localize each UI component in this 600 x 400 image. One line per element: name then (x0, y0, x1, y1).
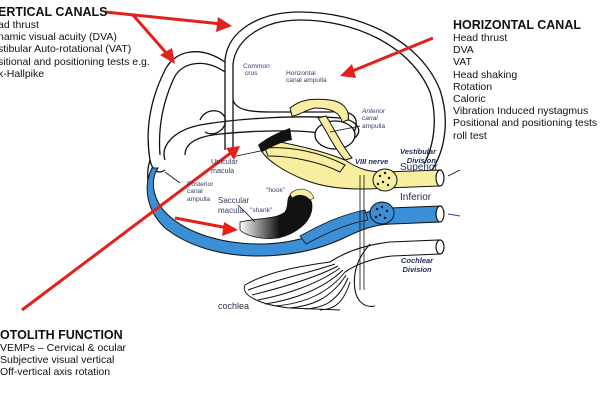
otolith-function-item: Subjective visual vertical (0, 354, 115, 367)
label-line: Division (402, 265, 432, 274)
leader-inferior (447, 213, 461, 217)
label-cochlea: cochlea (218, 301, 250, 311)
horizontal-canal-outer (163, 116, 360, 161)
horizontal-canal-panel: HORIZONTAL CANAL Head thrust DVA VAT Hea… (453, 18, 600, 142)
arrowhead-anterior (216, 17, 232, 32)
cochlea-fibers (243, 261, 351, 311)
label-hook: "hook" (266, 187, 285, 194)
label-vestibular-division: Vestibular Division (400, 147, 436, 165)
label-line: canal (187, 188, 203, 196)
horizontal-canal-item: Head thrust (453, 32, 508, 44)
horizontal-canal-item: VAT (453, 56, 472, 69)
label-line: Posterior (187, 181, 214, 188)
label-line: Vestibular (400, 147, 436, 156)
horizontal-canal-item: Caloric (453, 93, 486, 106)
label-line: Division (406, 156, 436, 165)
label-viii-nerve: VIII nerve (355, 157, 389, 166)
label-line: ampulla (362, 122, 386, 130)
vertical-canals-item: stibular Auto-rotational (VAT) (0, 43, 132, 56)
horizontal-canal-item: DVA (453, 44, 474, 57)
arrowhead-posterior (160, 48, 175, 64)
label-line: macula (211, 166, 235, 175)
horizontal-canal-item: Vibration Induced nystagmus (453, 105, 589, 118)
vertical-canals-item: k-Hallpike (0, 67, 45, 80)
vertical-canals-panel: ERTICAL CANALS ad thrust namic visual ac… (0, 5, 150, 80)
label-line: crus (245, 70, 258, 78)
label-saccular-macula: Saccular macula (218, 196, 249, 215)
saccular-macula (239, 192, 313, 239)
nerve-branch-utricular (264, 147, 346, 173)
horizontal-canal-heading: HORIZONTAL CANAL (453, 18, 581, 32)
horizontal-canal-item: Head shaking (453, 68, 518, 81)
label-superior: Superior (400, 162, 438, 173)
vertical-canals-item: namic visual acuity (DVA) (0, 31, 117, 44)
otolith-function-item: VEMPs – Cervical & ocular (0, 342, 127, 354)
arrowhead-saccular (222, 222, 238, 236)
cochlear-nerve-end (435, 239, 445, 255)
vertical-canals-item: ad thrust (0, 19, 39, 31)
superior-ganglion (372, 168, 398, 192)
label-line: canal (362, 115, 378, 123)
label-line: macula (218, 205, 244, 215)
vertical-canals-heading: ERTICAL CANALS (0, 5, 108, 19)
label-line: Utricular (211, 157, 238, 166)
horizontal-canal-item: roll test (453, 129, 487, 142)
leader-superior (447, 169, 461, 177)
arrow-horizontal (349, 36, 434, 74)
cochlear-loop (353, 243, 376, 307)
otolith-function-heading: OTOLITH FUNCTION (0, 328, 123, 342)
label-line: Anterior (362, 108, 386, 115)
inferior-nerve-end (435, 205, 445, 223)
otolith-function-panel: OTOLITH FUNCTION VEMPs – Cervical & ocul… (0, 328, 126, 379)
horizontal-canal-knot (199, 110, 227, 135)
red-arrows (21, 10, 434, 312)
arrow-vertical-to-posterior (131, 14, 170, 56)
label-shank: "shank" (250, 207, 273, 214)
utricular-macula (258, 128, 292, 152)
label-utricular-macula: Utricular macula (211, 157, 238, 175)
label-cochlear-division: Cochlear Division (401, 256, 433, 274)
label-line: ampulla (187, 195, 211, 203)
horizontal-canal-item: Rotation (453, 80, 493, 93)
saccular-nerve-branch (299, 209, 369, 245)
leader-anterior-ampulla (329, 125, 361, 133)
anterior-canal-outer (224, 11, 446, 171)
label-anterior-canal-ampulla: Anterior canal ampulla (362, 108, 385, 130)
horizontal-canal-item: Positional and positioning tests e.g. (453, 117, 600, 130)
posterior-canal-inner (158, 62, 226, 156)
ganglion-cells (374, 171, 391, 220)
superior-nerve-end (435, 169, 445, 187)
arrow-otolith-saccular (174, 216, 229, 230)
nerve-branch-anterior (317, 115, 353, 161)
label-posterior-canal-ampulla: Posterior canal ampulla (187, 181, 213, 203)
horizontal-canal-inner (184, 130, 321, 156)
arrowhead-utricular (226, 146, 240, 160)
label-inferior: Inferior (400, 192, 432, 203)
arrowhead-horizontal (340, 64, 356, 78)
vertical-canals-item: sitional and positioning tests e.g. (0, 55, 150, 68)
arrow-otolith-utricular (21, 150, 233, 312)
inferior-ganglion (369, 201, 395, 225)
label-line: Saccular (218, 196, 250, 205)
saccular-yellow-edge (289, 188, 315, 201)
label-line: canal ampulla (286, 77, 327, 85)
otolith-function-item: Off-vertical axis rotation (0, 366, 111, 379)
anterior-canal-inner (232, 19, 435, 165)
arrow-vertical-to-anterior (104, 10, 223, 26)
leader-posterior-ampulla (164, 171, 181, 184)
label-horizontal-canal-ampulla: Horizontal canal ampulla (286, 70, 327, 85)
nerve-branch-horizontal (289, 98, 349, 123)
leader-saccular (237, 204, 256, 223)
label-common-crus: Common crus (243, 63, 270, 78)
label-line: Common (243, 63, 270, 70)
label-line: Cochlear (401, 256, 434, 265)
leader-utricular (231, 149, 266, 158)
label-line: Horizontal (286, 70, 316, 77)
